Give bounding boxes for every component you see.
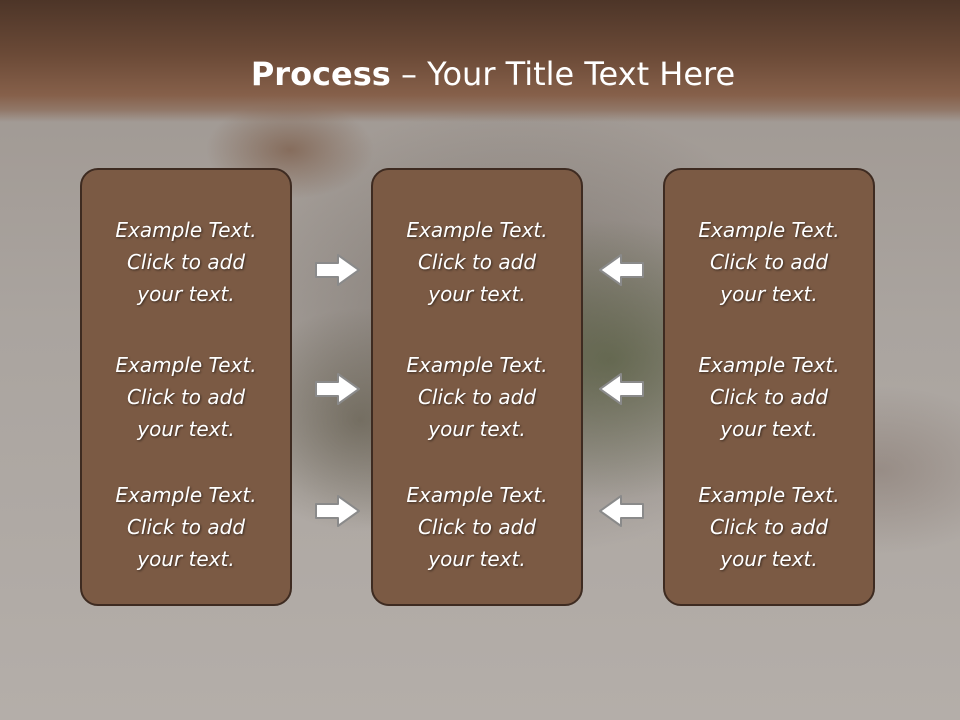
text-line: your text. <box>720 417 818 441</box>
title-bold-text: Process <box>250 55 391 93</box>
text-placeholder[interactable]: Example Text. Click to add your text. <box>82 479 290 575</box>
text-line: Click to add <box>709 385 829 409</box>
text-line: your text. <box>137 282 235 306</box>
text-line: Click to add <box>126 250 246 274</box>
arrow-left-icon <box>599 373 644 405</box>
text-line: Example Text. <box>698 353 840 377</box>
text-line: Example Text. <box>698 218 840 242</box>
text-placeholder[interactable]: Example Text. Click to add your text. <box>665 349 873 445</box>
text-line: Example Text. <box>115 218 257 242</box>
text-placeholder[interactable]: Example Text. Click to add your text. <box>665 479 873 575</box>
text-line: Example Text. <box>406 218 548 242</box>
text-line: your text. <box>428 282 526 306</box>
text-line: your text. <box>428 547 526 571</box>
text-line: Click to add <box>417 385 537 409</box>
text-placeholder[interactable]: Example Text. Click to add your text. <box>373 349 581 445</box>
text-placeholder[interactable]: Example Text. Click to add your text. <box>665 214 873 310</box>
text-line: Click to add <box>709 515 829 539</box>
text-line: Click to add <box>417 250 537 274</box>
text-placeholder[interactable]: Example Text. Click to add your text. <box>373 214 581 310</box>
text-placeholder[interactable]: Example Text. Click to add your text. <box>373 479 581 575</box>
text-line: your text. <box>720 282 818 306</box>
text-placeholder[interactable]: Example Text. Click to add your text. <box>82 349 290 445</box>
text-line: Click to add <box>126 515 246 539</box>
text-line: your text. <box>720 547 818 571</box>
text-line: Example Text. <box>698 483 840 507</box>
process-box-left[interactable]: Example Text. Click to add your text. Ex… <box>80 168 292 606</box>
text-line: Click to add <box>709 250 829 274</box>
text-line: Example Text. <box>115 353 257 377</box>
title-bar <box>0 0 960 122</box>
text-line: Click to add <box>417 515 537 539</box>
slide-title[interactable]: Process – Your Title Text Here <box>0 52 960 96</box>
text-placeholder[interactable]: Example Text. Click to add your text. <box>82 214 290 310</box>
arrow-left-icon <box>599 254 644 286</box>
process-box-right[interactable]: Example Text. Click to add your text. Ex… <box>663 168 875 606</box>
arrow-right-icon <box>315 254 360 286</box>
title-rest-text: – Your Title Text Here <box>390 55 736 93</box>
text-line: Example Text. <box>406 353 548 377</box>
text-line: Example Text. <box>115 483 257 507</box>
arrow-right-icon <box>315 495 360 527</box>
text-line: your text. <box>137 547 235 571</box>
arrow-left-icon <box>599 495 644 527</box>
text-line: your text. <box>137 417 235 441</box>
text-line: Example Text. <box>406 483 548 507</box>
arrow-right-icon <box>315 373 360 405</box>
process-box-center[interactable]: Example Text. Click to add your text. Ex… <box>371 168 583 606</box>
text-line: your text. <box>428 417 526 441</box>
text-line: Click to add <box>126 385 246 409</box>
